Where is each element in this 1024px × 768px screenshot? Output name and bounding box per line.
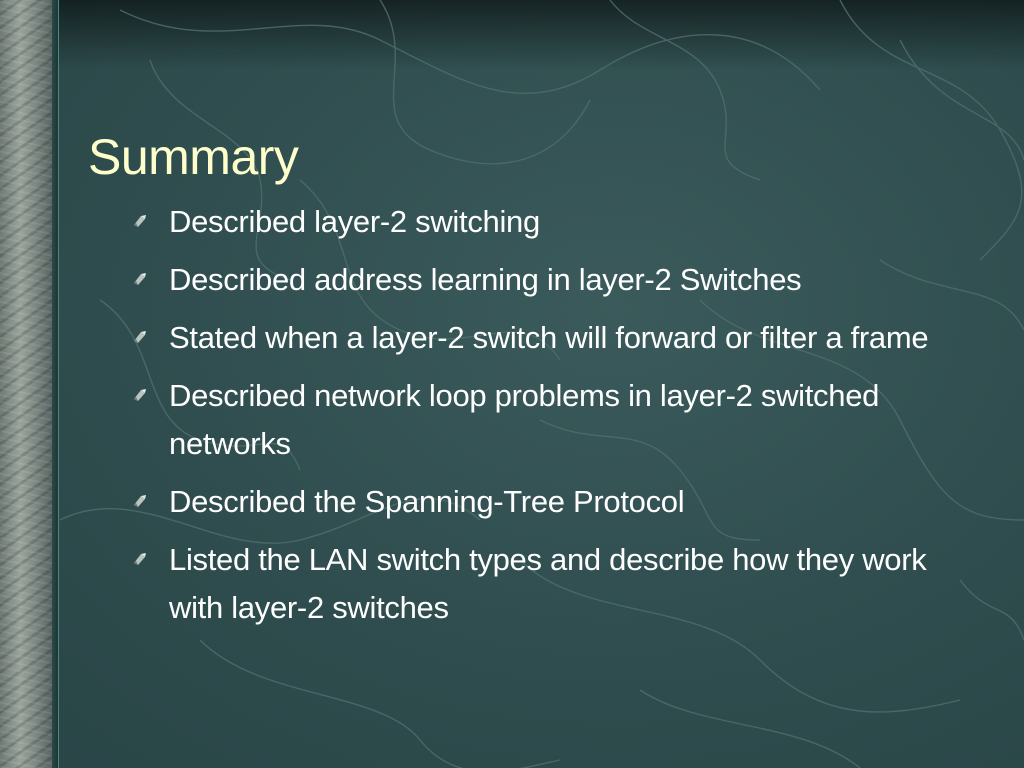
bullet-text: Described network loop problems in layer… bbox=[169, 378, 880, 461]
bullet-text: Stated when a layer-2 switch will forwar… bbox=[169, 320, 929, 355]
bullet-text: Described address learning in layer-2 Sw… bbox=[169, 262, 802, 297]
bullet-item: Described address learning in layer-2 Sw… bbox=[128, 256, 958, 304]
pin-bullet-icon bbox=[134, 331, 146, 343]
bullet-list: Described layer-2 switching Described ad… bbox=[128, 198, 958, 642]
map-strip-edge bbox=[52, 0, 59, 768]
bullet-text: Described layer-2 switching bbox=[169, 204, 540, 239]
pin-bullet-icon bbox=[134, 553, 146, 565]
bullet-item: Described network loop problems in layer… bbox=[128, 372, 958, 468]
bullet-item: Listed the LAN switch types and describe… bbox=[128, 536, 958, 632]
topographic-map-strip bbox=[0, 0, 58, 768]
pin-bullet-icon bbox=[134, 495, 146, 507]
bullet-text: Listed the LAN switch types and describe… bbox=[169, 542, 927, 625]
bullet-item: Described layer-2 switching bbox=[128, 198, 958, 246]
pin-bullet-icon bbox=[134, 389, 146, 401]
pin-bullet-icon bbox=[134, 273, 146, 285]
bullet-item: Stated when a layer-2 switch will forwar… bbox=[128, 314, 958, 362]
slide-title: Summary bbox=[88, 129, 299, 185]
bullet-text: Described the Spanning-Tree Protocol bbox=[169, 484, 685, 519]
pin-bullet-icon bbox=[134, 215, 146, 227]
bullet-item: Described the Spanning-Tree Protocol bbox=[128, 478, 958, 526]
